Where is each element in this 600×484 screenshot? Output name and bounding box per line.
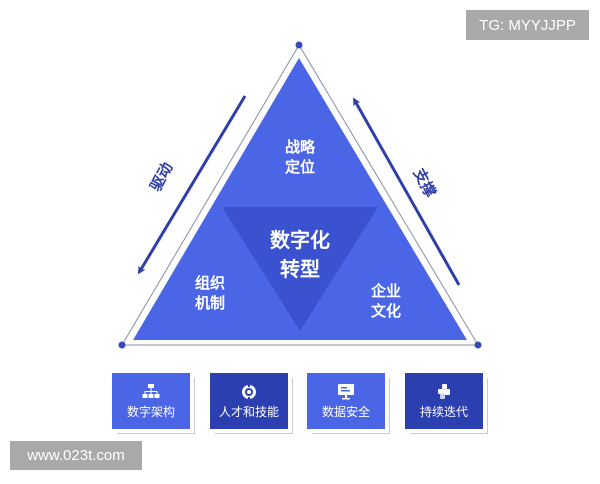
watermark-bottom-left: www.023t.com xyxy=(10,441,142,470)
label-line: 组织 xyxy=(194,274,225,292)
box-data-security: 数据安全 xyxy=(307,373,385,429)
label-line: 转型 xyxy=(280,257,320,281)
box-label: 人才和技能 xyxy=(218,405,279,419)
box-label: 数据安全 xyxy=(321,405,370,419)
label-line: 企业 xyxy=(370,282,401,300)
label-line: 战略 xyxy=(284,138,315,156)
left-corner-dot xyxy=(118,341,126,349)
box-label: 持续迭代 xyxy=(419,405,468,419)
label-line: 定位 xyxy=(284,158,315,177)
drive-arrow xyxy=(137,95,247,275)
puzzle-blocks-icon xyxy=(438,384,450,399)
organization-mechanism-label: 组织 机制 xyxy=(180,273,240,314)
label-line: 数字化 xyxy=(270,228,330,252)
label-line: 文化 xyxy=(370,302,401,321)
strategy-positioning-label: 战略 定位 xyxy=(270,137,330,178)
box-talent-skills: 人才和技能 xyxy=(210,373,288,429)
target-icon xyxy=(242,384,256,400)
label-line: 机制 xyxy=(194,294,225,313)
org-chart-icon xyxy=(142,384,160,398)
right-corner-dot xyxy=(474,341,482,349)
monitor-icon xyxy=(338,384,354,400)
watermark-top-right: TG: MYYJJPP xyxy=(466,10,589,40)
box-continuous-iteration: 持续迭代 xyxy=(405,373,483,429)
center-inverted-triangle xyxy=(222,207,378,331)
box-digital-architecture: 数字架构 xyxy=(112,373,190,429)
apex-dot xyxy=(295,41,303,49)
outer-triangle-outline xyxy=(121,44,479,346)
support-arrow xyxy=(353,97,461,286)
corporate-culture-label: 企业 文化 xyxy=(356,281,416,322)
box-label: 数字架构 xyxy=(126,405,175,419)
digital-transformation-label: 数字化 转型 xyxy=(245,226,355,284)
main-triangle xyxy=(133,58,467,340)
